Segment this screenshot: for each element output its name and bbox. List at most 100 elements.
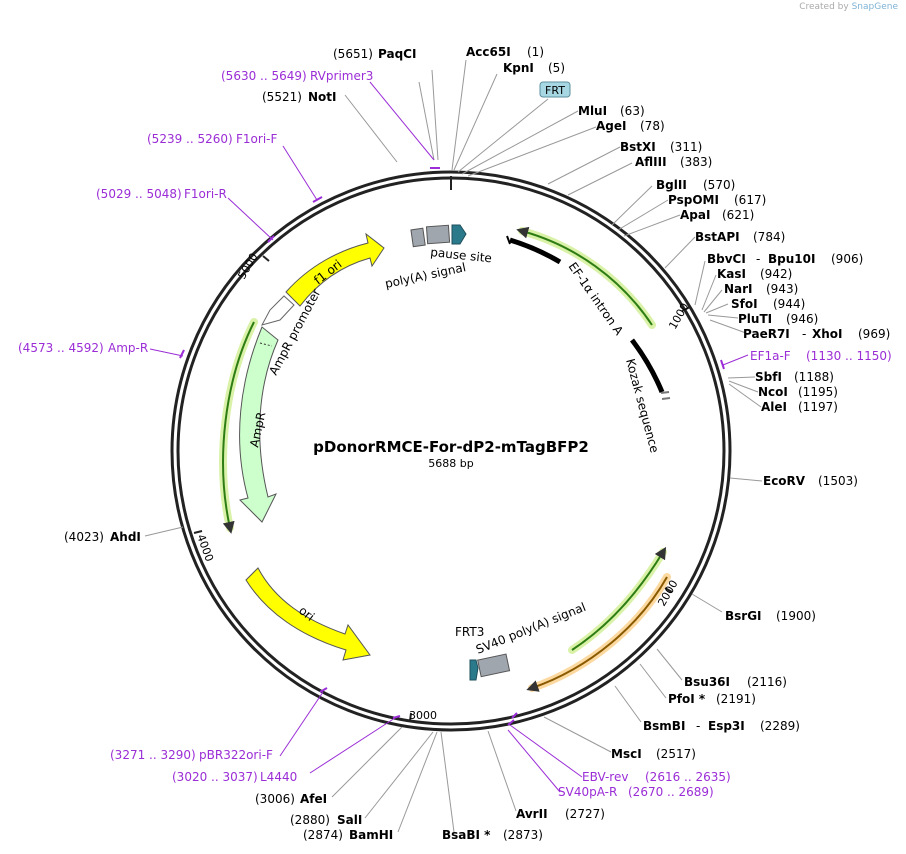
site-bsu36i: Bsu36I <box>684 675 730 689</box>
site-apai: ApaI <box>680 208 710 222</box>
site-bstxi-pos: (311) <box>670 140 702 154</box>
sv40-lower-arrow <box>526 576 668 692</box>
site-mlui: MluI <box>578 104 607 118</box>
site-sali-pos: (2880) <box>290 813 330 827</box>
plasmid-size: 5688 bp <box>428 457 473 470</box>
ampr-outer-arrow <box>222 321 255 534</box>
polya-box <box>410 227 426 248</box>
ampr-arrow <box>239 326 279 523</box>
site-avrii-pos: (2727) <box>565 807 605 821</box>
site-bstxi: BstXI <box>620 140 656 154</box>
ampr-promoter-arrow <box>261 295 295 326</box>
site-paer7i-sep: - <box>802 327 806 341</box>
site-ecorv-pos: (1503) <box>818 474 858 488</box>
site-bamhi: BamHI <box>349 828 393 842</box>
frt3-arrow <box>469 659 479 681</box>
site-pspomi: PspOMI <box>668 193 719 207</box>
site-pspomi-pos: (617) <box>734 193 766 207</box>
tick-3000: 3000 <box>409 709 437 722</box>
site-pfoi: PfoI * <box>668 692 706 706</box>
primer-f1ori-f: F1ori-F <box>236 132 277 146</box>
pause-arrow <box>451 224 467 245</box>
site-afei: AfeI <box>300 792 327 806</box>
site-bsmbi: BsmBI <box>643 719 685 733</box>
site-noti: NotI <box>308 90 337 104</box>
primer-leader-lines <box>149 81 749 793</box>
site-esp3i-pos: (2289) <box>760 719 800 733</box>
kozak-arc <box>630 338 665 393</box>
polya-signal-label: poly(A) signal <box>384 260 467 291</box>
primer-l4440-range: (3020 .. 3037) <box>172 770 258 784</box>
site-aflIII-pos: (383) <box>680 155 712 169</box>
site-pluti-pos: (946) <box>786 312 818 326</box>
site-ncoi-pos: (1195) <box>798 385 838 399</box>
restriction-sites: PaqCI (5651) Acc65I (1) KpnI (5) NotI (5… <box>64 45 890 842</box>
primer-ampr-range: (4573 .. 4592) <box>18 341 104 355</box>
primer-f1ori-r: F1ori-R <box>184 187 227 201</box>
primer-ebv-rev: EBV-rev <box>582 770 628 784</box>
site-kasi-pos: (942) <box>760 267 792 281</box>
site-xhoi: XhoI <box>812 327 843 341</box>
site-msci-pos: (2517) <box>656 747 696 761</box>
frt-badge <box>539 81 571 98</box>
site-agei-pos: (78) <box>640 119 665 133</box>
site-mlui-pos: (63) <box>620 104 645 118</box>
primer-sv40pa-r: SV40pA-R <box>558 785 617 799</box>
site-bbvci: BbvCI <box>707 252 746 266</box>
site-alei-pos: (1197) <box>798 400 838 414</box>
snapgene-credit: Created by SnapGene <box>799 2 898 12</box>
site-afei-pos: (3006) <box>255 792 295 806</box>
primer-pbr322ori-f: pBR322ori-F <box>199 748 273 762</box>
site-sali: SalI <box>337 813 362 827</box>
primer-ebv-rev-range: (2616 .. 2635) <box>645 770 731 784</box>
site-avrii: AvrII <box>516 807 548 821</box>
site-nari-pos: (943) <box>766 282 798 296</box>
site-alei: AleI <box>761 400 787 414</box>
site-bglii: BglII <box>656 178 687 192</box>
tick-4000: 4000 <box>194 533 216 564</box>
site-bamhi-pos: (2874) <box>303 828 343 842</box>
snapgene-logo: SnapGene <box>851 2 898 12</box>
pause-site-label: pause site <box>430 245 493 265</box>
site-sbfi-pos: (1188) <box>794 370 834 384</box>
site-bsabi: BsaBI * <box>442 828 491 842</box>
site-paqci: PaqCI <box>378 47 416 61</box>
site-pfoi-pos: (2191) <box>716 692 756 706</box>
ef1a-intron-arrow <box>516 226 653 326</box>
site-bsmbi-sep: - <box>696 719 700 733</box>
site-acc65i-pos: (1) <box>527 45 544 59</box>
site-apai-pos: (621) <box>722 208 754 222</box>
site-agei: AgeI <box>596 119 626 133</box>
site-paqci-pos: (5651) <box>333 47 373 61</box>
kozak-label: Kozak sequence <box>623 357 662 454</box>
site-bpu10i-pos: (906) <box>831 252 863 266</box>
primer-ampr: Amp-R <box>108 341 148 355</box>
primers: (5630 .. 5649) RVprimer3 (5239 .. 5260) … <box>18 69 892 799</box>
sv40-upper-arrow <box>571 546 667 651</box>
primer-ef1a-f-range: (1130 .. 1150) <box>806 349 892 363</box>
kozak-marker <box>660 391 671 400</box>
site-sfoi-pos: (944) <box>773 297 805 311</box>
primer-pbr322ori-f-range: (3271 .. 3290) <box>110 748 196 762</box>
pause-box <box>425 224 451 245</box>
scale-ticks <box>193 255 691 722</box>
ori-arrow <box>245 567 371 661</box>
site-sbfi: SbfI <box>755 370 782 384</box>
site-msci: MscI <box>611 747 642 761</box>
site-bglii-pos: (570) <box>703 178 735 192</box>
site-leader-lines <box>144 59 763 833</box>
site-kpni-pos: (5) <box>548 61 565 75</box>
plasmid-name: pDonorRMCE-For-dP2-mTagBFP2 <box>313 438 589 456</box>
site-bpu10i: Bpu10I <box>768 252 815 266</box>
site-aflIII: AflIII <box>635 155 667 169</box>
ef1a-intron-start <box>506 235 511 245</box>
black-region-1 <box>509 237 562 265</box>
site-bsrgi: BsrGI <box>725 609 762 623</box>
site-bsrgi-pos: (1900) <box>776 609 816 623</box>
site-noti-pos: (5521) <box>262 90 302 104</box>
site-sfoi: SfoI <box>731 297 758 311</box>
primer-l4440: L4440 <box>260 770 297 784</box>
site-paer7i: PaeR7I <box>743 327 790 341</box>
site-bbvci-sep: - <box>756 252 760 266</box>
